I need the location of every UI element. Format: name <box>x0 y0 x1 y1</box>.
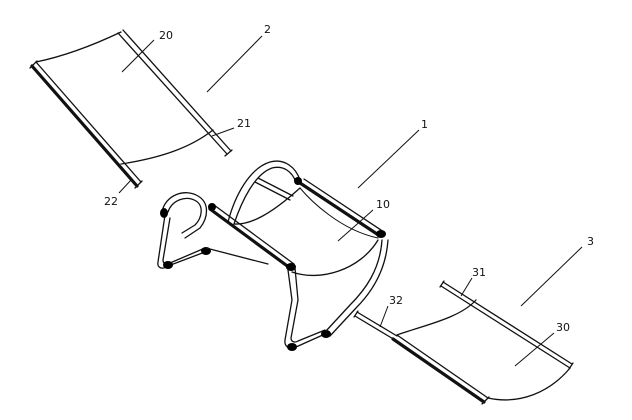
frame-left-leg-inner <box>162 217 206 265</box>
leader-1 <box>357 129 420 189</box>
frame-backrest-arch-inner <box>233 166 297 225</box>
frame-left-loop-outer <box>161 192 208 239</box>
frame-joint-front-right <box>287 343 297 351</box>
frame-front-rail-edge <box>213 204 295 265</box>
panel-3-fabric-top <box>396 299 477 336</box>
panel-2-tube-cap-bottom <box>134 180 143 189</box>
lower-right-panel <box>353 280 574 405</box>
panel-3-outer-rod-cap <box>353 310 359 318</box>
frame-backrest-crossbar <box>254 181 291 201</box>
leader-3 <box>520 246 583 307</box>
frame-left-leg-outer <box>157 214 206 269</box>
panel-3-inner-rod <box>440 285 571 369</box>
ref-label-20: 20 <box>159 29 173 42</box>
frame-back-right-leg-inner <box>329 239 389 337</box>
frame-seat-fabric-bottom <box>291 239 379 277</box>
ref-label-31: 31 <box>472 266 486 279</box>
frame-back-right-rail <box>298 181 382 238</box>
panel-2-inner-rod <box>117 32 228 155</box>
frame-backrest-arch-outer <box>227 160 301 223</box>
panel-2-fabric-top <box>35 31 122 63</box>
frame-joint-back-right <box>321 330 331 338</box>
ref-label-2: 2 <box>264 23 271 36</box>
ref-label-3: 3 <box>587 235 594 248</box>
leader-2 <box>206 35 263 93</box>
panel-3-outer-tube-edge <box>396 334 489 399</box>
leader-10 <box>337 209 374 242</box>
ref-label-21: 21 <box>237 117 251 130</box>
frame-seat-fabric-fold <box>299 187 379 239</box>
frame-back-right-rail-edge <box>303 178 385 233</box>
panel-3-fabric-bottom <box>487 367 571 401</box>
ref-label-30: 30 <box>556 321 570 334</box>
frame-rail-cap-left <box>208 203 216 211</box>
panel-2-outer-tube <box>30 64 139 188</box>
frame-joint-arch-top <box>294 177 302 185</box>
leader-21 <box>211 127 235 137</box>
leader-22 <box>118 179 132 194</box>
panel-3-inner-rod-edge <box>442 281 573 365</box>
frame-joint-top-left <box>160 208 168 218</box>
reference-labels: 20 2 21 22 1 10 3 31 32 30 <box>104 23 594 334</box>
frame-backrest-crossbar-edge <box>257 177 294 197</box>
leader-30 <box>514 332 555 367</box>
frame-lower-brace <box>205 247 269 265</box>
chair-frame <box>157 160 389 351</box>
frame-back-right-leg-outer <box>325 239 383 332</box>
frame-joint-front-left <box>163 261 173 269</box>
frame-rail-joint-right <box>286 263 296 271</box>
panel-2-inner-rod-edge <box>122 29 232 152</box>
ref-label-22: 22 <box>104 195 118 208</box>
frame-seat-fabric-top <box>233 187 301 225</box>
upper-left-panel <box>29 29 233 189</box>
panel-3-outer-rod-edge <box>356 311 398 337</box>
ref-label-32: 32 <box>389 294 403 307</box>
frame-joint-back-top <box>376 230 386 238</box>
panel-3-rod-cap-left <box>439 280 445 288</box>
panel-3-outer-tube <box>391 337 486 404</box>
frame-front-rail <box>208 207 292 270</box>
panel-2-rod-cap <box>224 149 233 157</box>
ref-label-1: 1 <box>421 118 428 131</box>
leader-20 <box>121 39 155 73</box>
ref-label-10: 10 <box>376 198 390 211</box>
panel-3-outer-rod <box>354 315 396 341</box>
frame-left-loop-inner <box>167 197 202 234</box>
leader-32 <box>379 305 389 328</box>
panel-2-fabric-bottom <box>120 129 214 165</box>
panel-2-outer-tube-edge <box>35 61 142 183</box>
leader-31 <box>460 277 473 297</box>
leader-lines <box>118 35 583 367</box>
frame-right-leg-inner <box>290 267 326 343</box>
